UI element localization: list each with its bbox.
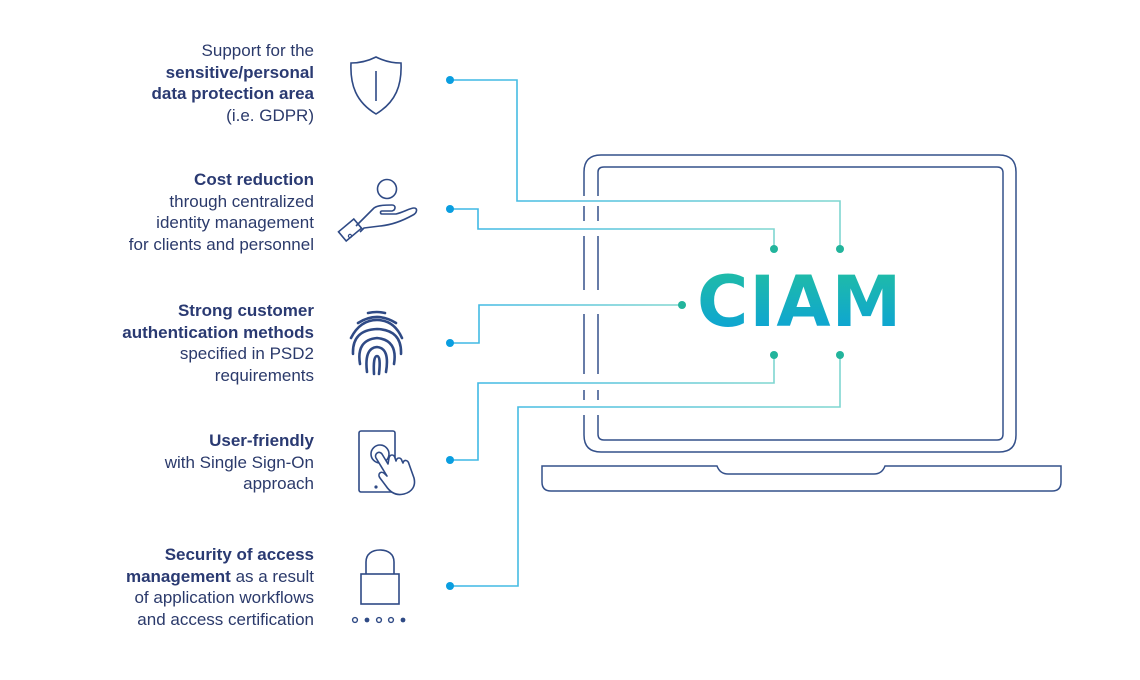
feature-sso-line-2: approach bbox=[243, 474, 314, 493]
touch-tablet-icon bbox=[358, 430, 416, 496]
feature-cost-line-3: for clients and personnel bbox=[128, 234, 314, 254]
hand-coin-icon bbox=[337, 178, 418, 243]
ciam-dot-top-left bbox=[770, 245, 778, 253]
shield-icon bbox=[350, 56, 402, 115]
fingerprint-icon bbox=[349, 310, 404, 376]
feature-gdpr-tail: (i.e. GDPR) bbox=[226, 105, 314, 125]
padlock-password-icon bbox=[351, 549, 406, 624]
feature-auth-bold-1: Strong customer bbox=[177, 301, 314, 320]
wire-sso bbox=[450, 356, 775, 461]
feature-cost-line-1: through centralized bbox=[169, 191, 314, 211]
ciam-dot-bottom-right bbox=[836, 351, 844, 359]
ciam-dot-bottom-left bbox=[770, 351, 778, 359]
feature-auth-line-2: requirements bbox=[214, 365, 314, 385]
feature-gdpr-bold-2: data protection area bbox=[151, 84, 315, 103]
ciam-dot-top-right bbox=[836, 245, 844, 253]
feature-gdpr-lead: Support for the bbox=[201, 41, 314, 60]
laptop-base bbox=[541, 465, 1062, 492]
wire-dot-sso bbox=[446, 456, 454, 464]
feature-sso-line-1: with Single Sign-On bbox=[164, 452, 314, 472]
feature-sso-bold: User-friendly bbox=[209, 431, 314, 450]
connector-wires bbox=[450, 79, 841, 587]
feature-access-line-3: and access certification bbox=[137, 609, 314, 629]
wire-gdpr bbox=[450, 79, 841, 248]
wire-dot-cost bbox=[446, 205, 454, 213]
ciam-dot-left bbox=[678, 301, 686, 309]
wire-access bbox=[450, 356, 841, 587]
laptop-screen-inner bbox=[597, 166, 1004, 441]
wire-dot-gdpr bbox=[446, 76, 454, 84]
feature-auth-line-1: specified in PSD2 bbox=[179, 344, 314, 363]
laptop-icon bbox=[541, 154, 1062, 492]
feature-gdpr: Support for the sensitive/personal data … bbox=[152, 40, 315, 126]
ciam-logo-text: CIAM bbox=[697, 261, 903, 343]
wire-dot-access bbox=[446, 582, 454, 590]
laptop-side-dashes bbox=[583, 206, 599, 400]
feature-strong-auth: Strong customer authentication methods s… bbox=[122, 300, 314, 386]
feature-gdpr-bold-1: sensitive/personal bbox=[165, 62, 314, 82]
feature-auth-bold-2: authentication methods bbox=[122, 322, 314, 342]
wire-auth bbox=[450, 304, 680, 344]
feature-access-line-2: of application workflows bbox=[134, 588, 314, 607]
feature-cost-bold: Cost reduction bbox=[194, 170, 314, 189]
feature-user-friendly: User-friendly with Single Sign-On approa… bbox=[165, 430, 314, 495]
feature-access-bold-2: management bbox=[125, 566, 231, 586]
feature-cost-reduction: Cost reduction through centralized ident… bbox=[129, 169, 314, 255]
wire-cost bbox=[450, 208, 775, 248]
feature-cost-line-2: identity management bbox=[156, 213, 314, 232]
wire-dot-auth bbox=[446, 339, 454, 347]
laptop-lid-outer bbox=[583, 154, 1017, 453]
feature-access-bold-1: Security of access bbox=[164, 545, 314, 564]
feature-access-security: Security of access management as a resul… bbox=[125, 545, 314, 629]
